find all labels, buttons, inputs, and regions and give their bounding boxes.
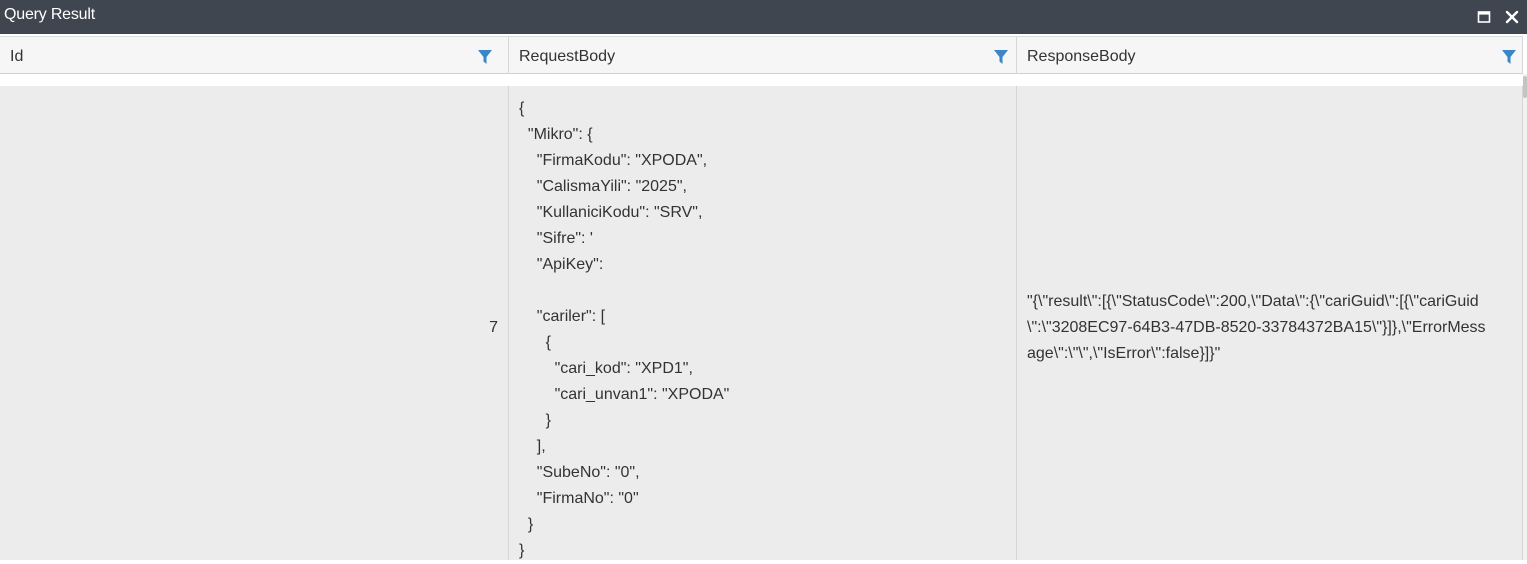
column-header-id[interactable]: Id <box>0 37 509 74</box>
window-titlebar: Query Result <box>0 0 1527 34</box>
cell-requestbody-value: { "Mikro": { "FirmaKodu": "XPODA", "Cali… <box>519 100 730 559</box>
column-header-requestbody[interactable]: RequestBody <box>509 37 1017 74</box>
column-header-label: ResponseBody <box>1027 48 1136 65</box>
column-header-label: RequestBody <box>519 48 616 65</box>
cell-requestbody[interactable]: { "Mikro": { "FirmaKodu": "XPODA", "Cali… <box>509 86 1017 560</box>
close-icon[interactable] <box>1504 9 1520 25</box>
window-title: Query Result <box>4 6 95 23</box>
filter-icon[interactable] <box>993 49 1009 65</box>
row-separator <box>0 75 1523 86</box>
cell-id-value: 7 <box>489 319 498 336</box>
table-row[interactable]: 7 { "Mikro": { "FirmaKodu": "XPODA", "Ca… <box>0 86 1523 560</box>
cell-id[interactable]: 7 <box>0 86 509 560</box>
grid-header-row: Id RequestBody ResponseBody <box>0 36 1523 74</box>
vertical-scrollbar[interactable] <box>1523 74 1527 560</box>
maximize-icon[interactable] <box>1476 9 1492 25</box>
cell-responsebody[interactable]: "{\"result\":[{\"StatusCode\":200,\"Data… <box>1017 86 1523 560</box>
filter-icon[interactable] <box>477 49 493 65</box>
query-result-grid: Id RequestBody ResponseBody 7 { "Mikro":… <box>0 34 1527 560</box>
filter-icon[interactable] <box>1501 49 1517 65</box>
cell-responsebody-value: "{\"result\":[{\"StatusCode\":200,\"Data… <box>1027 293 1486 362</box>
column-header-responsebody[interactable]: ResponseBody <box>1017 37 1523 74</box>
column-header-label: Id <box>10 48 24 65</box>
scrollbar-thumb[interactable] <box>1523 76 1527 98</box>
